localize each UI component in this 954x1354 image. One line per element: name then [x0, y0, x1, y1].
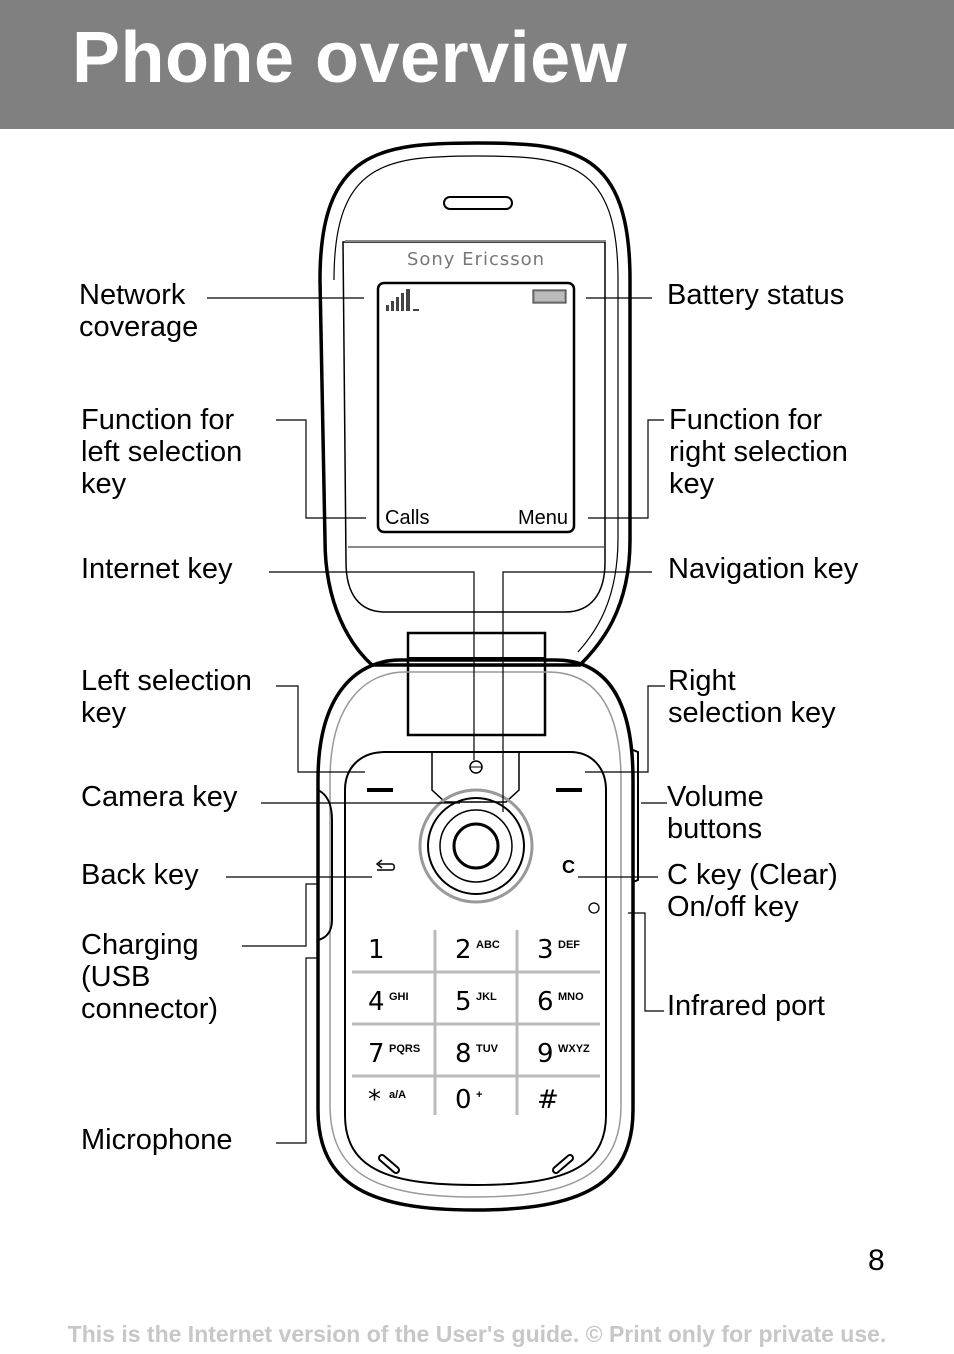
power-icon [588, 902, 600, 914]
leader-lines [207, 297, 667, 1144]
label-network-coverage: Network coverage [79, 279, 199, 343]
label-c-key: C key (Clear) On/off key [667, 859, 838, 923]
navigation-center [452, 822, 500, 870]
page-title: Phone overview [72, 18, 628, 98]
keypad-letters: MNO [558, 991, 584, 1003]
keypad-letters: DEF [558, 939, 580, 951]
label-left-function: Function for left selection key [81, 404, 243, 500]
keypad-digit: 1 [368, 935, 385, 965]
label-right-selection-key: Right selection key [668, 665, 836, 729]
label-left-selection-key: Left selection key [81, 665, 252, 729]
label-microphone: Microphone [81, 1124, 233, 1156]
label-battery-status: Battery status [667, 279, 845, 311]
label-volume-buttons: Volume buttons [667, 781, 764, 845]
softkey-right-label: Menu [518, 507, 568, 529]
keypad-digit: * [368, 1085, 381, 1115]
label-internet-key: Internet key [81, 553, 233, 585]
keypad-letters: ABC [476, 939, 500, 951]
keypad-digit: 3 [537, 935, 554, 965]
screen [376, 281, 576, 534]
label-infrared-port: Infrared port [667, 990, 825, 1022]
keypad-letters: + [476, 1089, 482, 1101]
c-key-label: C [562, 857, 575, 877]
keypad-digit: # [537, 1085, 559, 1115]
volume-side-buttons [632, 749, 639, 883]
keypad-letters: TUV [476, 1043, 499, 1055]
back-arrow-icon [375, 859, 395, 871]
label-right-function: Function for right selection key [669, 404, 848, 500]
keypad: 1 2 ABC 3 DEF 4 GHI 5 JKL 6 MNO 7 PQRS 8 TUV 9 WXYZ * a/A 0… [368, 935, 590, 1115]
label-back-key: Back key [81, 859, 199, 891]
keypad-letters: GHI [389, 991, 409, 1003]
signal-bars-icon [386, 289, 419, 311]
keypad-letters: WXYZ [558, 1043, 590, 1055]
brand-logo: Sony Ericsson [407, 249, 545, 270]
navigation-ring [427, 797, 525, 895]
keypad-digit: 9 [537, 1039, 554, 1069]
keypad-digit: 8 [455, 1039, 472, 1069]
phone-lid [318, 141, 632, 667]
label-charging: Charging (USB connector) [81, 929, 219, 1025]
keypad-letters: a/A [389, 1089, 406, 1101]
display-bezel [342, 241, 606, 613]
keypad-digit: 5 [455, 987, 472, 1017]
keypad-letters: JKL [476, 991, 497, 1003]
keypad-digit: 7 [368, 1039, 385, 1069]
title-banner: Phone overview [0, 0, 954, 129]
footer-notice: This is the Internet version of the User… [67, 1321, 887, 1347]
page-number: 8 [868, 1244, 885, 1277]
keypad-digit: 4 [368, 987, 385, 1017]
softkey-left-label: Calls [385, 507, 429, 529]
keypad-digit: 2 [455, 935, 472, 965]
keypad-digit: 0 [455, 1085, 472, 1115]
label-navigation-key: Navigation key [668, 553, 859, 585]
earpiece [443, 196, 513, 210]
keypad-letters: PQRS [389, 1043, 420, 1055]
phone-base [316, 658, 635, 1212]
label-camera-key: Camera key [81, 781, 238, 813]
hinge [406, 631, 547, 737]
usb-connector-side [317, 789, 333, 941]
keypad-digit: 6 [537, 987, 554, 1017]
